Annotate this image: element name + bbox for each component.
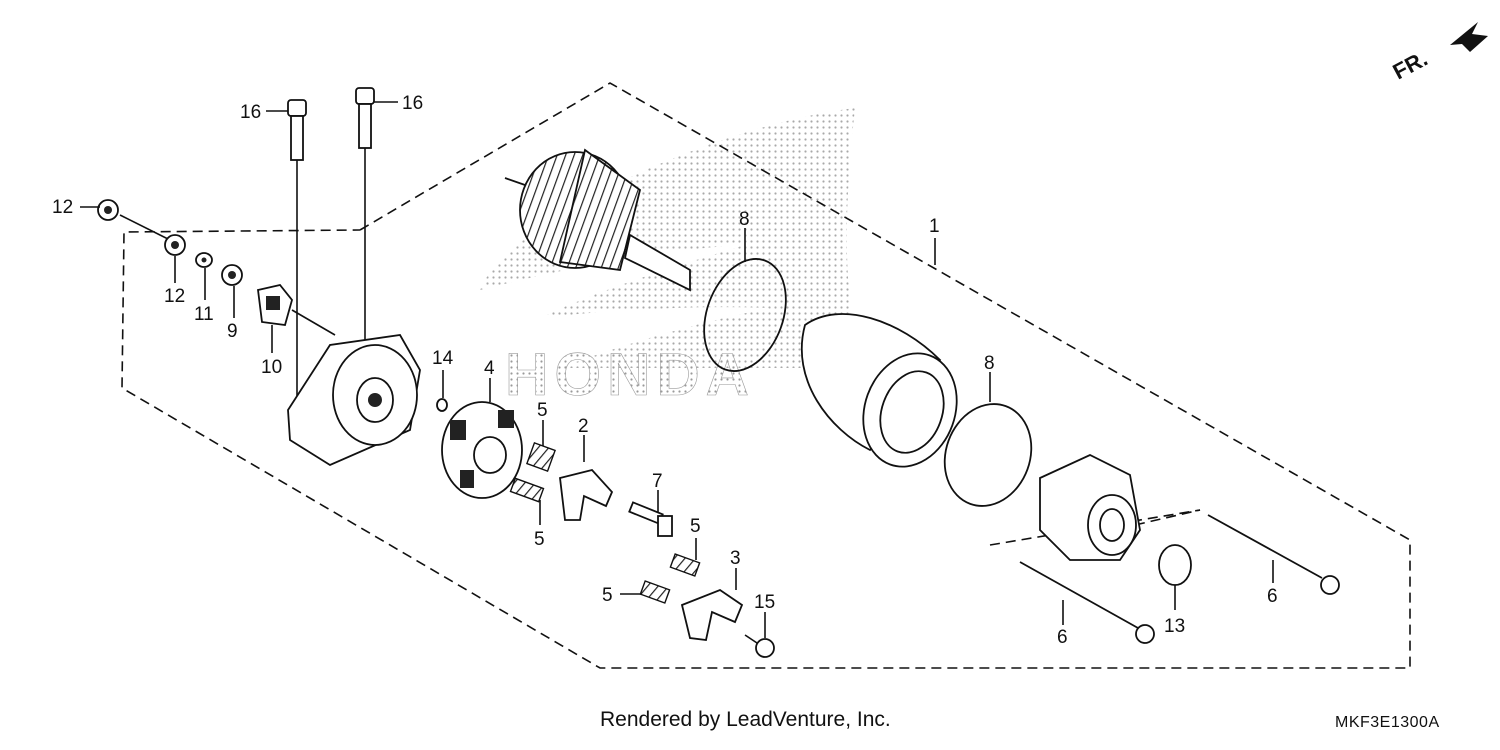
callout-11: 11	[194, 304, 214, 325]
callout-7: 7	[652, 471, 663, 492]
screw-16-left	[287, 99, 307, 405]
spring-5-b	[509, 477, 545, 503]
callout-9: 9	[227, 321, 238, 342]
callout-16-b: 16	[402, 93, 423, 114]
spring-5-a	[526, 442, 556, 472]
callout-6-b: 6	[1267, 586, 1278, 607]
callout-8-a: 8	[739, 209, 750, 230]
callout-8-b: 8	[984, 353, 995, 374]
honda-watermark-text: HONDA	[505, 341, 755, 408]
front-cover	[1039, 454, 1141, 561]
callout-1: 1	[929, 216, 940, 237]
leader-lines	[80, 101, 1274, 638]
terminal-bolt-7	[628, 501, 673, 537]
long-bolt-6-lower	[1019, 561, 1155, 644]
callout-16-a: 16	[240, 102, 261, 123]
brush-3	[680, 588, 744, 641]
o-ring-14	[436, 398, 448, 412]
rear-cover-housing	[287, 334, 421, 467]
callout-10: 10	[261, 357, 282, 378]
long-bolt-6-upper	[1207, 514, 1340, 595]
nut-12-top	[97, 199, 119, 221]
front-direction-indicator: FR.	[1389, 22, 1488, 84]
spring-5-c	[669, 553, 701, 577]
yoke	[800, 313, 958, 468]
assembly-boundary	[121, 82, 1411, 669]
callout-15: 15	[754, 592, 775, 613]
callout-5-a: 5	[537, 400, 548, 421]
front-direction-label: FR.	[1389, 46, 1432, 85]
terminal-insulator-10	[257, 283, 293, 326]
callout-6-a: 6	[1057, 627, 1068, 648]
screw-15	[744, 634, 775, 658]
nut-12-lower	[164, 234, 186, 256]
callout-12-a: 12	[52, 197, 73, 218]
callout-5-d: 5	[602, 585, 613, 606]
brush-2	[559, 468, 614, 521]
o-ring-8-lower	[943, 403, 1033, 507]
armature	[504, 148, 691, 292]
screw-16-right	[355, 87, 375, 340]
callout-2: 2	[578, 416, 589, 437]
callout-13: 13	[1164, 616, 1185, 637]
brush-holder-4	[441, 401, 523, 499]
callout-3: 3	[730, 548, 741, 569]
bushing-9	[221, 264, 243, 286]
spring-5-d	[639, 580, 671, 604]
callout-12-b: 12	[164, 286, 185, 307]
o-ring-13	[1158, 544, 1192, 586]
o-ring-8-upper	[703, 258, 787, 372]
callout-5-b: 5	[534, 529, 545, 550]
diagram-code: MKF3E1300A	[1335, 714, 1440, 731]
washer-11	[195, 252, 213, 268]
render-credit: Rendered by LeadVenture, Inc.	[600, 708, 891, 731]
callout-14: 14	[432, 348, 454, 369]
callout-4: 4	[484, 358, 495, 379]
callout-5-c: 5	[690, 516, 701, 537]
